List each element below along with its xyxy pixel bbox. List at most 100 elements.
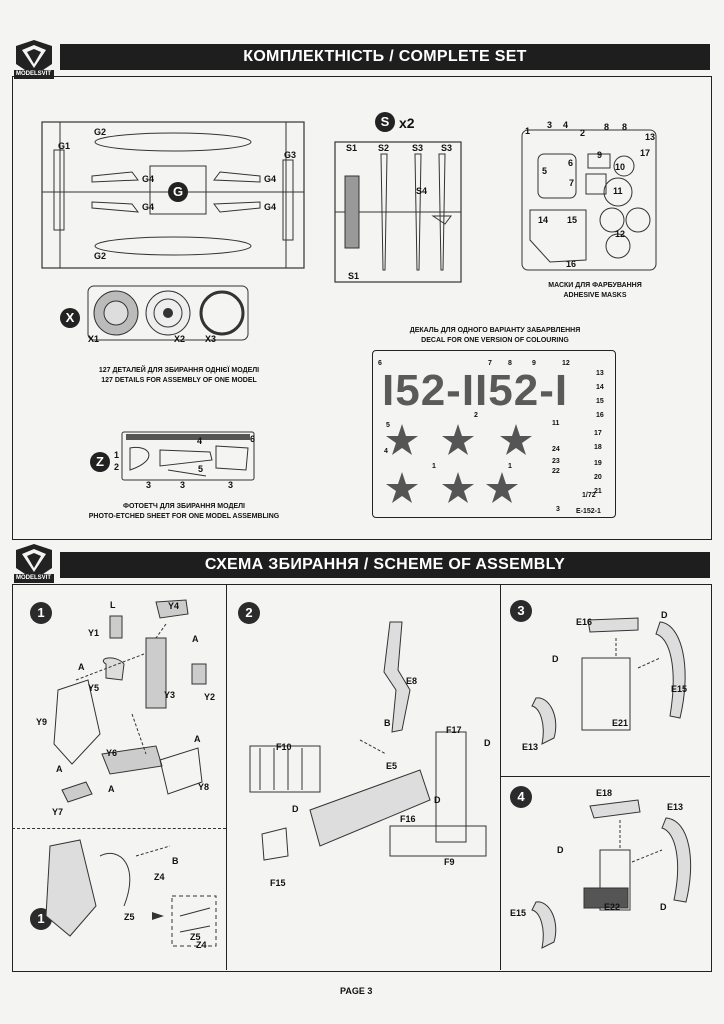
masks-caption-ua: МАСКИ ДЛЯ ФАРБУВАННЯ [548, 282, 642, 289]
decal-number-24: 24 [552, 446, 560, 453]
decal-number-16: 16 [596, 412, 604, 419]
photoetch-badge: Z [90, 452, 110, 472]
mask-number-3: 3 [547, 120, 553, 130]
mask-number-10: 10 [615, 162, 626, 172]
modelsvit-logo: MODELSVIT [12, 40, 56, 82]
step-4-part-d1: D [557, 845, 564, 855]
complete-set-frame [12, 76, 712, 540]
step-1b-part-b: B [172, 856, 179, 866]
step-1b-part-z5: Z5 [124, 912, 135, 922]
logo-text: MODELSVIT [16, 71, 52, 77]
step-4-part-e22: E22 [604, 902, 621, 912]
photoetch-caption-en: PHOTO-ETCHED SHEET FOR ONE MODEL ASSEMBL… [88, 513, 280, 520]
sprue-s-label-s4: S4 [416, 186, 428, 196]
step-2-part-b: B [384, 718, 391, 728]
step-4-part-d2: D [660, 902, 667, 912]
step-1-part-y1: Y1 [88, 628, 100, 638]
modelsvit-logo-2: MODELSVIT [12, 544, 56, 586]
step-3-part-e13: E13 [522, 742, 539, 752]
photoetch-number-1: 1 [114, 450, 120, 460]
decal-number-14: 14 [596, 384, 604, 391]
sprue-x-badge: X [60, 308, 80, 328]
decal-number-23: 23 [552, 458, 560, 465]
mask-number-2: 2 [580, 128, 586, 138]
photoetch-caption-ua: ФОТОЕТЧ ДЛЯ ЗБИРАННЯ МОДЕЛІ [123, 503, 245, 510]
decal-number-20: 20 [594, 474, 602, 481]
decal-number-18: 18 [594, 444, 602, 451]
decal-number-19: 19 [594, 460, 602, 467]
step-1-part-y7: Y7 [52, 807, 64, 817]
step-2-badge: 2 [238, 602, 260, 624]
step-2-part-f9: F9 [444, 857, 455, 867]
step-2-part-d3: D [434, 795, 441, 805]
sprue-s-label-s1-top: S1 [346, 143, 358, 153]
decal-number-21: 21 [594, 488, 602, 495]
decal-number-2: 2 [474, 412, 478, 419]
decal-number-13: 13 [596, 370, 604, 377]
step-1-seat-drawing [53, 599, 207, 803]
step-2-part-d1: D [484, 738, 491, 748]
step-2-part-e8: E8 [406, 676, 418, 686]
step-1-photoetch-drawing [45, 839, 217, 947]
details-caption: 127 ДЕТАЛЕЙ ДЛЯ ЗБИРАННЯ ОДНІЄЇ МОДЕЛІ 1… [84, 366, 274, 386]
logo-emblem-2 [14, 544, 54, 583]
sprue-s-label-s2: S2 [378, 143, 390, 153]
step-1-part-a2: A [78, 662, 85, 672]
mask-number-7: 7 [569, 178, 575, 188]
mask-number-4: 4 [563, 120, 569, 130]
decal-number-8: 8 [508, 360, 512, 367]
mask-number-1: 1 [525, 126, 531, 136]
sprue-s-label-s3-b: S3 [441, 143, 453, 153]
step-2-part-f15: F15 [270, 878, 286, 888]
sprue-g-label-g4-a: G4 [142, 174, 155, 184]
decal-big-number: I52-II52-I [382, 366, 569, 415]
decal-number-15: 15 [596, 398, 604, 405]
sprue-s-label-s1-bottom: S1 [348, 271, 360, 281]
sprue-s-badge: S [375, 112, 395, 132]
step-2-part-e5: E5 [386, 761, 398, 771]
sprue-g-label-g4-d: G4 [264, 202, 277, 212]
step-1-part-y6: Y6 [106, 748, 118, 758]
step-2-part-f10: F10 [276, 742, 292, 752]
sprue-s-drawing [334, 141, 462, 283]
mask-number-16: 16 [566, 259, 577, 269]
step-4-part-e15: E15 [510, 908, 527, 918]
decal-number-6: 6 [378, 360, 382, 367]
step-1-badge: 1 [30, 602, 52, 624]
decal-number-7: 7 [488, 360, 492, 367]
photoetch-number-2: 2 [114, 462, 120, 472]
step-3-part-d2: D [552, 654, 559, 664]
step-3-drawing [531, 617, 686, 745]
divider-vertical-1 [226, 584, 227, 970]
decal-sheet [372, 350, 616, 518]
sprue-g-drawing [41, 121, 305, 269]
sprue-g-label-g3: G3 [284, 150, 297, 160]
step-1-part-y4: Y4 [168, 601, 180, 611]
step-4-badge: 4 [510, 786, 532, 808]
masks-caption: МАСКИ ДЛЯ ФАРБУВАННЯ ADHESIVE MASKS [540, 281, 650, 301]
step-2-part-f16: F16 [400, 814, 416, 824]
sprue-g-label-g1: G1 [58, 141, 71, 151]
step-1-part-y2: Y2 [204, 692, 216, 702]
decal-number-11: 11 [552, 420, 560, 427]
step-2-part-f17: F17 [446, 725, 462, 735]
mask-number-11: 11 [613, 186, 623, 196]
photoetch-number-4: 4 [197, 436, 203, 446]
step-1-part-y8: Y8 [198, 782, 210, 792]
step-1-part-y9: Y9 [36, 717, 48, 727]
mask-number-15: 15 [567, 215, 578, 225]
step-1-part-l: L [110, 600, 116, 610]
step-3-badge: 3 [510, 600, 532, 622]
step-3-part-e21: E21 [612, 718, 629, 728]
mask-number-17: 17 [640, 148, 651, 158]
masks-caption-en: ADHESIVE MASKS [563, 292, 627, 299]
step-1b-part-z5-detail: Z5 [190, 932, 201, 942]
decal-number-9: 9 [532, 360, 536, 367]
step-4-part-e18: E18 [596, 788, 613, 798]
divider-dashed-left [12, 828, 226, 829]
complete-set-banner: КОМПЛЕКТНІСТЬ / COMPLETE SET [60, 44, 710, 70]
sprue-x-drawing [87, 285, 249, 341]
decal-number-3: 3 [556, 506, 560, 513]
mask-number-14: 14 [538, 215, 549, 225]
sprue-g-badge: G [168, 182, 188, 202]
